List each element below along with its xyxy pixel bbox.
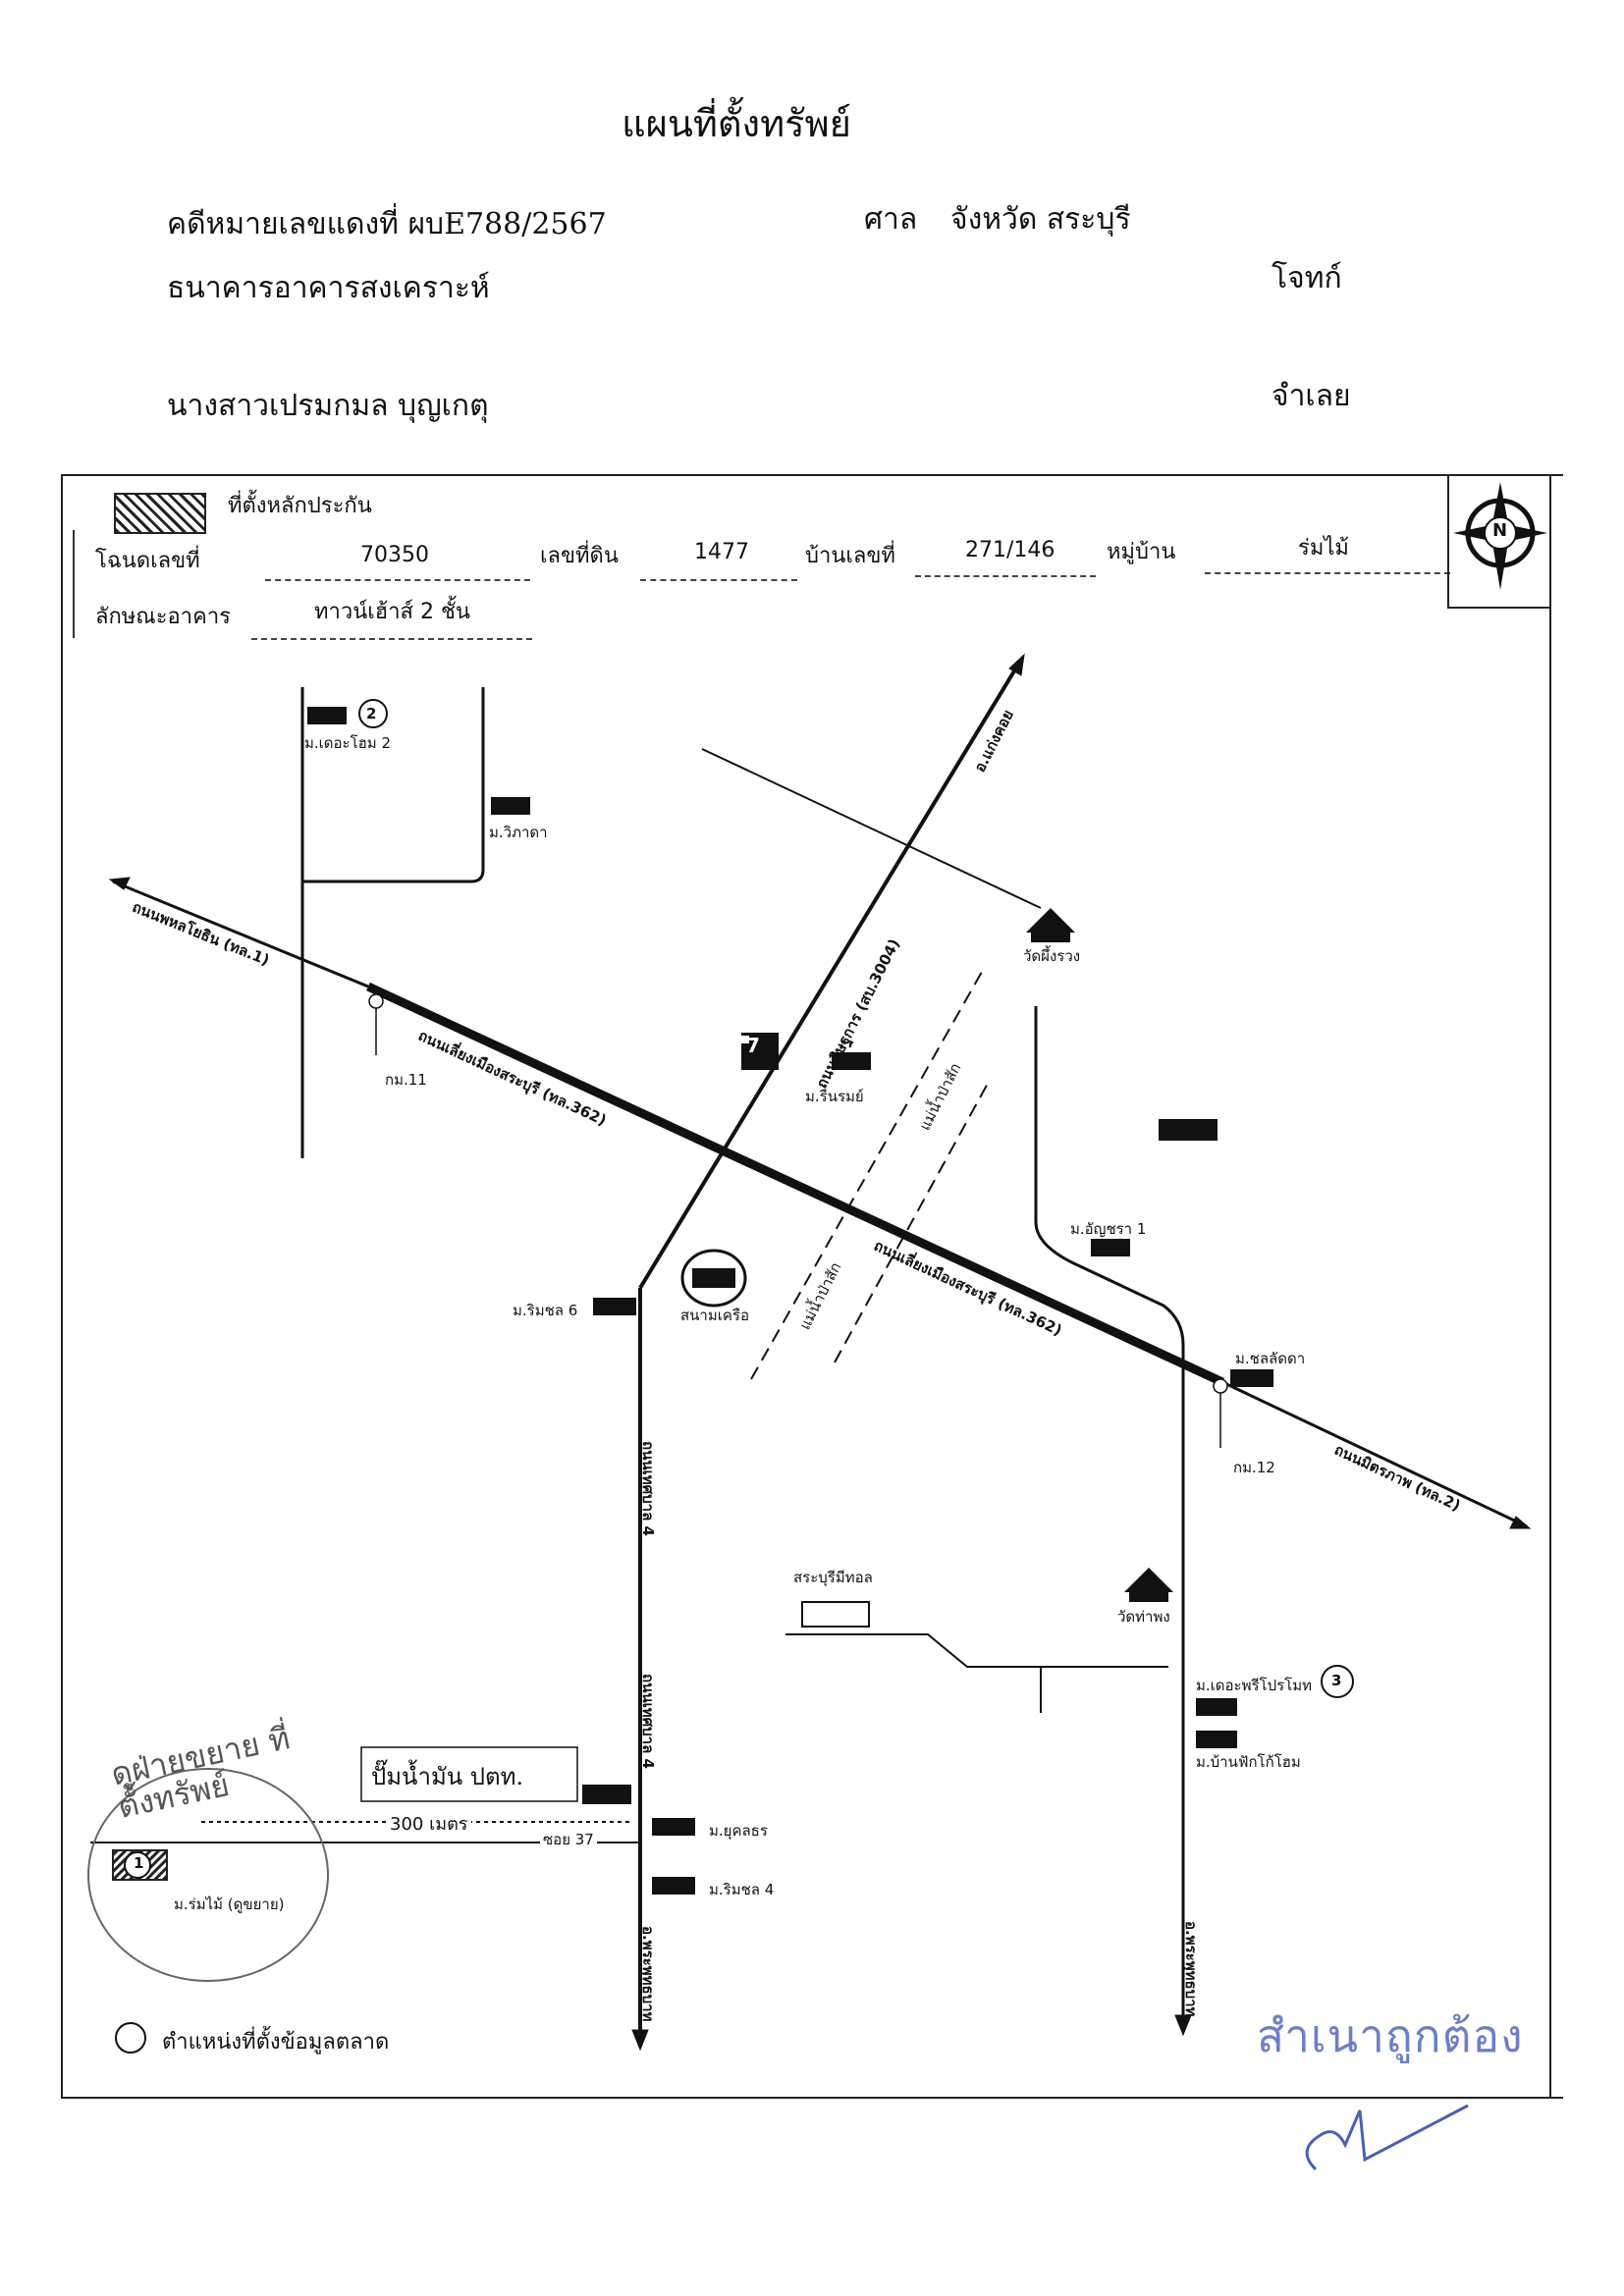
building-value: ทาวน์เฮ้าส์ 2 ชั้น	[314, 600, 470, 624]
north-arrow-icon	[1453, 482, 1547, 590]
village-rimchon-6: ม.ริมชล 6	[513, 1302, 578, 1319]
stadium-label: สนามเครือ	[680, 1307, 749, 1324]
road-thetsaban-4-upper: ถนนเทศบาล 4	[639, 1441, 657, 1536]
land-no-value: 1477	[694, 540, 749, 564]
market-data-legend-label: ตำแหน่งที่ตั้งข้อมูลตลาด	[162, 2030, 390, 2055]
house-no-underline	[915, 575, 1096, 577]
page-title: แผนที่ตั้งทรัพย์	[622, 102, 851, 145]
seven-eleven-icon: 7	[746, 1034, 760, 1057]
compass-north-label: N	[1492, 520, 1508, 541]
village-ruen-rom: ม.รื่นรมย์	[805, 1088, 864, 1105]
plaintiff-name: ธนาคารอาคารสงเคราะห์	[167, 271, 490, 305]
court-label: ศาล	[864, 202, 918, 237]
map-frame-right-edge	[1549, 474, 1551, 2099]
marker-2: 2	[366, 705, 377, 722]
village-rimchon-4: ม.ริมชล 4	[709, 1881, 775, 1898]
distance-label: 300 เมตร	[386, 1809, 472, 1838]
house-no-label: บ้านเลขที่	[805, 544, 895, 568]
village-aunchara-1: ม.อัญชรา 1	[1070, 1220, 1147, 1238]
marker-3: 3	[1331, 1672, 1342, 1689]
village-value: ร่มไม้	[1298, 536, 1349, 561]
village-underline	[1205, 572, 1450, 574]
road-thetsaban-4-lower: ถนนเทศบาล 4	[639, 1674, 657, 1769]
deed-underline	[265, 579, 530, 581]
collateral-legend-swatch	[114, 493, 206, 534]
house-no-value: 271/146	[965, 538, 1056, 562]
deed-label: โฉนดเลขที่	[95, 549, 200, 573]
plaintiff-role: โจทก์	[1272, 261, 1342, 295]
village-chonlada: ม.ชลลัดดา	[1235, 1350, 1306, 1367]
court-value: จังหวัด สระบุรี	[950, 202, 1131, 237]
village-yukkhon: ม.ยุคลธร	[709, 1822, 768, 1840]
soi-37-label: ซอย 37	[540, 1828, 597, 1851]
collateral-legend-label: ที่ตั้งหลักประกัน	[228, 494, 372, 518]
wat-tha-phong: วัดท่าพง	[1117, 1608, 1170, 1626]
village-the-pre-promo: ม.เดอะพรีโปรโมท	[1196, 1677, 1313, 1694]
village-wipada: ม.วิภาดา	[489, 824, 548, 841]
land-no-label: เลขที่ดิน	[540, 544, 619, 568]
village-label: หมู่บ้าน	[1107, 540, 1176, 564]
village-baan-fak: ม.บ้านฟักโก้โฮม	[1196, 1753, 1301, 1771]
to-phra-phutthabat-left: อ.พระพุทธบาท	[639, 1926, 657, 2022]
defendant-role: จำเลย	[1272, 379, 1351, 413]
land-no-underline	[640, 579, 797, 581]
village-the-home-2: ม.เดอะโฮม 2	[304, 734, 392, 752]
deed-value: 70350	[360, 543, 429, 567]
signature-mark	[1305, 2104, 1469, 2171]
building-label: ลักษณะอาคาร	[95, 605, 231, 629]
km-11: กม.11	[385, 1071, 427, 1089]
defendant-name: นางสาวเปรมกมล บุญเกตุ	[167, 389, 489, 423]
map-frame	[61, 474, 1563, 2099]
certified-copy-stamp: สำเนาถูกต้อง	[1257, 2009, 1524, 2062]
compass-box: N	[1447, 474, 1551, 609]
case-number: คดีหมายเลขแดงที่ ผบE788/2567	[167, 207, 607, 241]
info-divider	[73, 530, 75, 638]
gas-station-label: ปั๊มน้ำมัน ปตท.	[371, 1763, 524, 1790]
marker-1: 1	[134, 1854, 144, 1872]
village-rommai: ม.ร่มไม้ (ดูขยาย)	[174, 1896, 285, 1913]
wat-phueng-ruang: วัดผึ้งรวง	[1023, 947, 1081, 965]
saraburi-mall: สระบุรีมีทอล	[793, 1569, 873, 1586]
building-underline	[251, 638, 532, 640]
to-phra-phutthabat-right: อ.พระพุทธบาท	[1182, 1921, 1200, 2017]
km-12: กม.12	[1233, 1459, 1275, 1476]
